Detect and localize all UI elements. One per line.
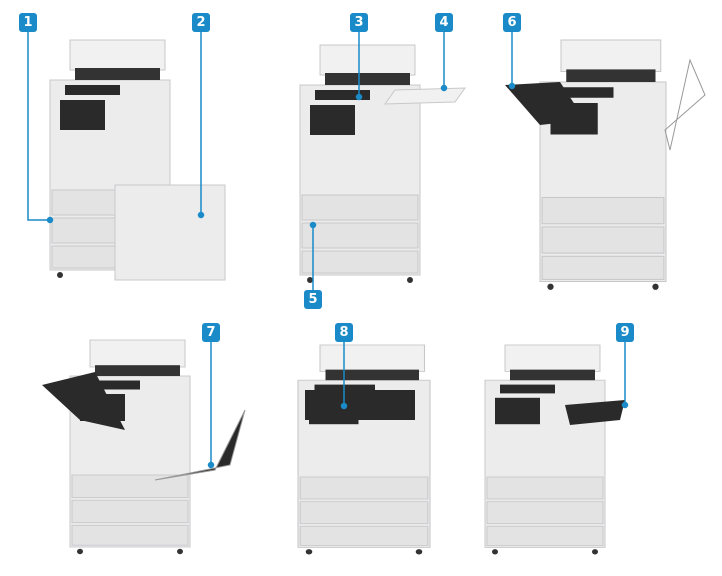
printer-1-2	[49, 39, 226, 281]
callout-5: 5	[304, 290, 322, 309]
leader-lines	[27, 30, 629, 469]
printer-6	[505, 39, 706, 291]
callout-3: 3	[350, 13, 368, 32]
callout-9: 9	[616, 323, 634, 342]
paper-deck	[114, 184, 226, 281]
printer-8	[297, 344, 431, 555]
printer-9	[484, 344, 625, 555]
callout-1: 1	[19, 13, 37, 32]
callout-7: 7	[202, 323, 220, 342]
callout-2: 2	[192, 13, 210, 32]
printer-7	[42, 339, 246, 555]
callout-4: 4	[435, 13, 453, 32]
callout-6: 6	[503, 13, 521, 32]
callout-8: 8	[335, 323, 353, 342]
printer-3-4-5	[299, 44, 466, 284]
